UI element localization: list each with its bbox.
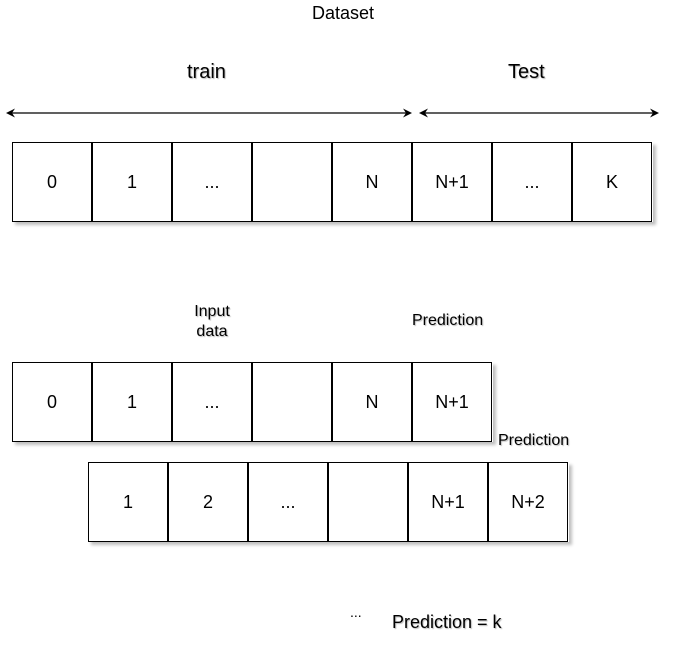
dataset-cell: N — [332, 142, 412, 222]
dataset-cell: 0 — [12, 142, 92, 222]
dataset-cell: ... — [492, 142, 572, 222]
step2-row: 1 2 ... N+1 N+2 — [88, 462, 569, 542]
dataset-cell: ... — [172, 142, 252, 222]
dataset-cell: 1 — [92, 142, 172, 222]
step2-cell: 1 — [88, 462, 168, 542]
input-data-label-line2: data — [196, 323, 228, 340]
step1-cell — [252, 362, 332, 442]
input-data-label: Input data — [182, 302, 242, 342]
prediction-label-step1: Prediction — [412, 312, 484, 329]
input-data-label-line1: Input — [194, 303, 230, 320]
final-prediction-label: Prediction = k — [392, 612, 502, 632]
test-label: Test — [508, 61, 545, 83]
step2-prediction-cell: N+2 — [488, 462, 568, 542]
dataset-cell: K — [572, 142, 652, 222]
step2-cell: ... — [248, 462, 328, 542]
step1-cell: 0 — [12, 362, 92, 442]
test-span-arrow — [419, 108, 659, 118]
step1-cell: 1 — [92, 362, 172, 442]
dataset-cell — [252, 142, 332, 222]
step1-cell: ... — [172, 362, 252, 442]
train-label: train — [187, 61, 226, 83]
step2-cell — [328, 462, 408, 542]
continuation-ellipsis: ... — [350, 604, 362, 620]
step1-prediction-cell: N+1 — [412, 362, 492, 442]
step1-row: 0 1 ... N N+1 — [12, 362, 493, 442]
diagram-title: Dataset — [312, 3, 375, 23]
dataset-row: 0 1 ... N N+1 ... K — [12, 142, 653, 222]
dataset-cell: N+1 — [412, 142, 492, 222]
train-span-arrow — [6, 108, 412, 118]
step2-cell: 2 — [168, 462, 248, 542]
step2-cell: N+1 — [408, 462, 488, 542]
prediction-label-step2: Prediction — [498, 432, 570, 449]
step1-cell: N — [332, 362, 412, 442]
